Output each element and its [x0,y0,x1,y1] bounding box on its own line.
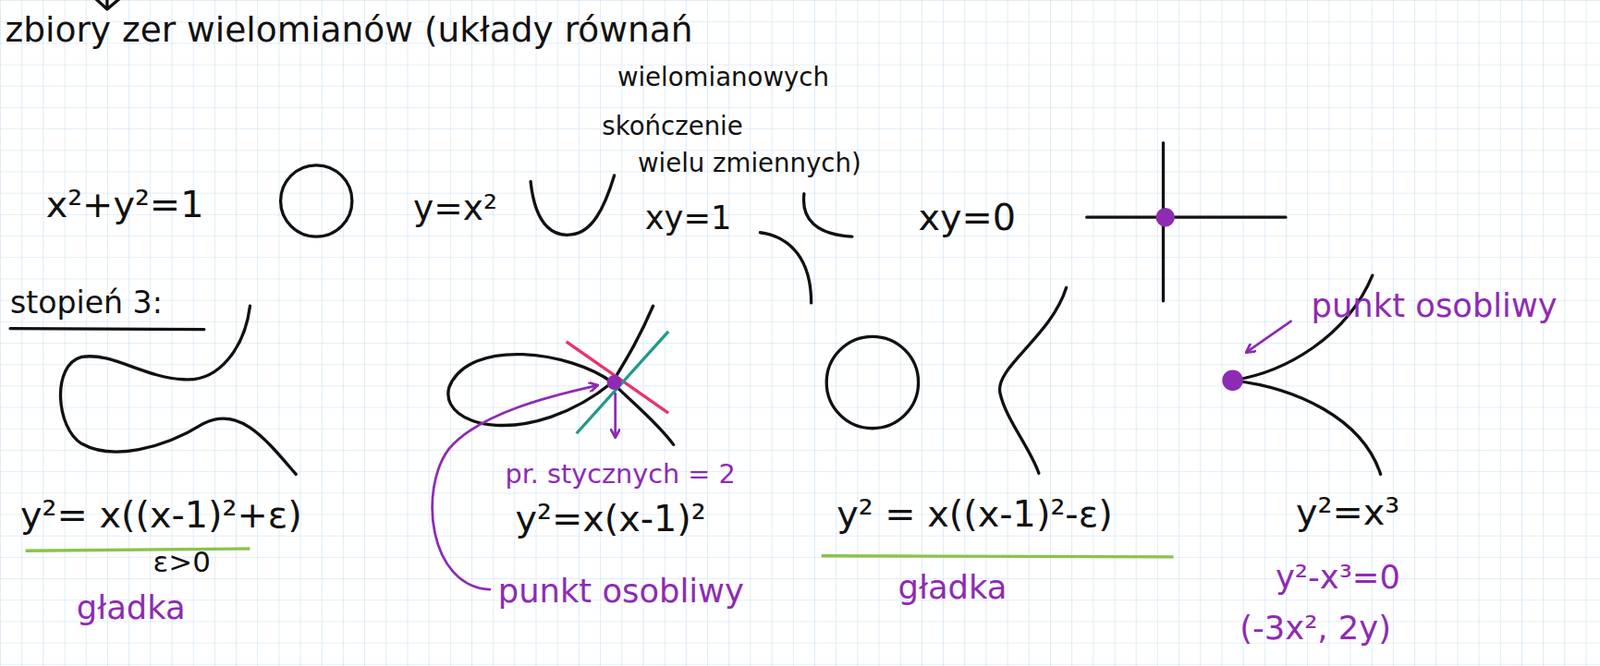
annotation: punkt osobliwy [498,573,745,611]
equation: xy=0 [918,196,1017,240]
heading-note: zbiory zer wielomianów (układy równań [5,10,694,50]
heading-note: wielomianowych [617,62,830,93]
annotation: (-3x², 2y) [1239,610,1392,648]
equation: y²= x((x-1)²+ε) [20,494,303,538]
annotation: gładka [76,589,186,628]
equation: y=x² [413,188,498,229]
heading-note: wielu zmiennych) [637,148,862,179]
equation: x²+y²=1 [46,183,205,227]
annotation: punkt osobliwy [1311,287,1558,326]
equation: xy=1 [645,199,733,238]
heading-note: skończenie [601,111,743,142]
annotation: pr. stycznych = 2 [504,459,735,490]
annotation: gładka [897,569,1007,608]
equation: y² = x((x-1)²-ε) [836,493,1112,537]
section-heading: stopień 3: [10,285,163,321]
equation: y²=x(x-1)² [514,498,706,541]
condition: ε>0 [153,546,211,580]
annotation: y²-x³=0 [1275,559,1401,598]
equation: y²=x³ [1295,491,1400,535]
